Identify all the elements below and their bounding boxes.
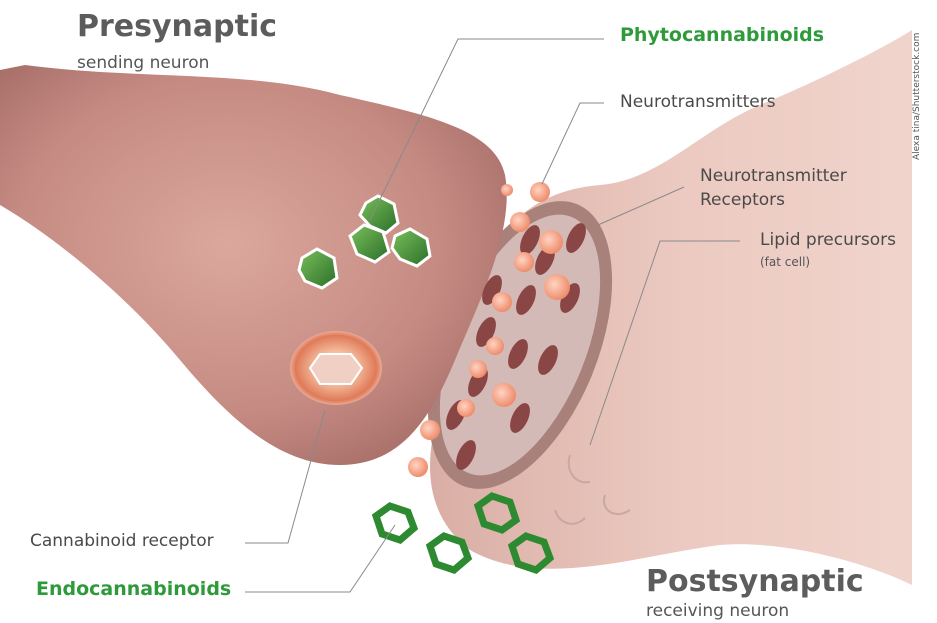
phytocannabinoids-label: Phytocannabinoids — [620, 25, 824, 47]
receptors-label-line1: Neurotransmitter — [700, 167, 847, 187]
receptors-label-line2: Receptors — [700, 191, 785, 211]
lipid-label: Lipid precursors — [760, 231, 896, 251]
endocannabinoids-label: Endocannabinoids — [36, 579, 231, 601]
receptor-hexagon — [310, 354, 362, 384]
presynaptic-title: Presynaptic — [77, 10, 277, 45]
cannabinoid-receptor-label: Cannabinoid receptor — [30, 532, 214, 552]
presynaptic-neuron — [0, 65, 507, 465]
lipid-note: (fat cell) — [760, 256, 810, 270]
postsynaptic-subtitle: receiving neuron — [646, 602, 789, 622]
presynaptic-subtitle: sending neuron — [77, 54, 209, 74]
neurotransmitters-label: Neurotransmitters — [620, 93, 776, 113]
image-credit: Alexa tina/Shutterstock.com — [912, 33, 922, 160]
postsynaptic-title: Postsynaptic — [646, 565, 864, 600]
